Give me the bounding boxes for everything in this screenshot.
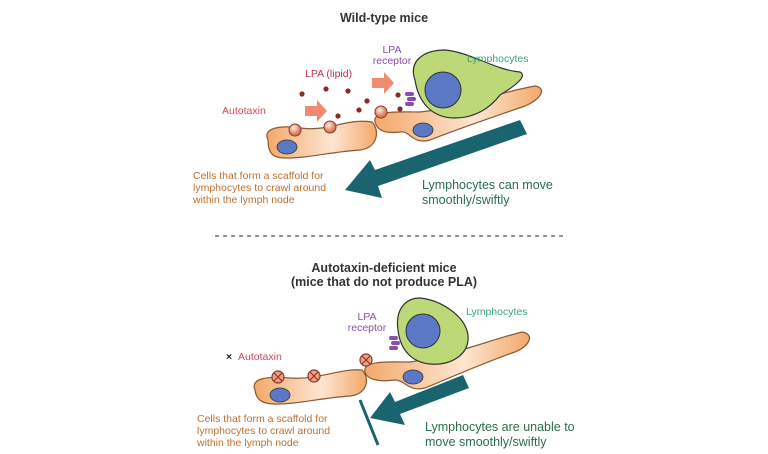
scaffold-nucleus [269, 387, 291, 403]
lpa-label: LPA (lipid) [305, 68, 352, 80]
deficient-title-line1: Autotaxin-deficient mice [311, 261, 456, 275]
movement-arrow-icon [345, 120, 527, 198]
receptor-label-line1: LPA [357, 311, 376, 323]
conversion-arrow-icon [305, 100, 327, 122]
scaffold-text-line3: within the lymph node [196, 437, 299, 449]
autotaxin-molecule [288, 123, 302, 137]
signal-arrow-icon [372, 72, 394, 94]
receptor-label-line1: LPA [382, 44, 401, 56]
scaffold-nucleus [276, 139, 298, 155]
receptor-label-line2: receptor [348, 322, 387, 334]
block-bar-icon [358, 399, 380, 446]
blocked-movement-arrow-icon [370, 375, 469, 425]
deficient-title-line2: (mice that do not produce PLA) [291, 275, 477, 289]
lpa-receptor-icon [405, 92, 416, 106]
lymphocytes-label: Lymphocytes [466, 306, 527, 318]
autotaxin-label: Autotaxin [222, 105, 266, 117]
scaffold-text-line1: Cells that form a scaffold for [197, 413, 328, 425]
autotaxin-label: Autotaxin [238, 351, 282, 363]
lymphocytes-label: Lymphocytes [467, 53, 528, 65]
lpa-molecules [299, 86, 403, 119]
scaffold-nucleus [412, 122, 434, 138]
autotaxin-molecule [323, 120, 337, 134]
movement-text-line2: smoothly/swiftly [422, 193, 510, 207]
scaffold-nucleus [402, 369, 424, 385]
scaffold-text-line3: within the lymph node [192, 194, 295, 206]
lymphocyte-nucleus [424, 71, 462, 109]
x-mark-icon: × [226, 351, 232, 363]
receptor-label-line2: receptor [373, 55, 412, 67]
scaffold-text-line1: Cells that form a scaffold for [193, 170, 324, 182]
deficient-panel: Autotaxin-deficient mice (mice that do n… [196, 261, 575, 449]
movement-text-line1: Lymphocytes can move [422, 178, 553, 192]
autotaxin-molecule [374, 105, 388, 119]
movement-text-line1: Lymphocytes are unable to [425, 420, 575, 434]
lpa-receptor-icon [389, 336, 400, 350]
scaffold-text-line2: lymphocytes to crawl around [193, 182, 326, 194]
wild-type-title: Wild-type mice [340, 11, 428, 25]
wild-type-panel: Wild-type mice LPA (lipid) LPA receptor … [192, 11, 553, 207]
movement-text-line2: move smoothly/swiftly [425, 435, 547, 449]
inactive-autotaxin-icons [271, 353, 373, 384]
lymphocyte-nucleus [405, 313, 441, 349]
scaffold-text-line2: lymphocytes to crawl around [197, 425, 330, 437]
